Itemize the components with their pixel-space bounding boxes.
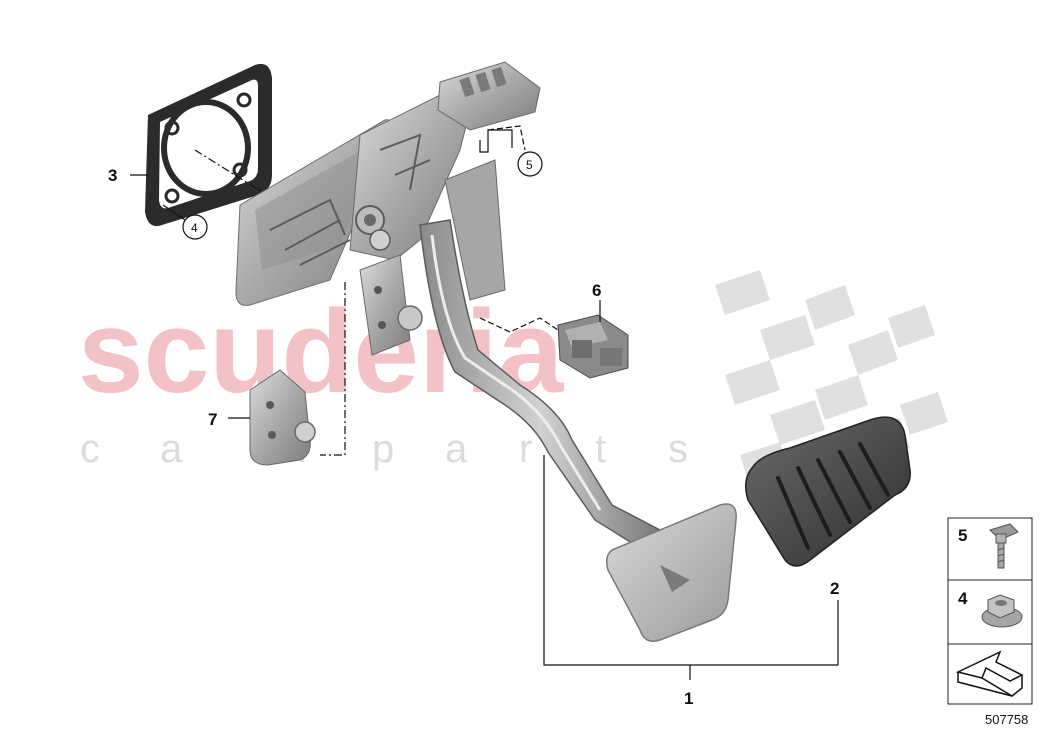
bracket-clip-part (249, 369, 316, 466)
direction-arrow-icon (955, 650, 1024, 697)
callout-1: 1 (684, 689, 693, 708)
legend-num-4: 4 (958, 589, 968, 608)
watermark-brand-text: scuderia (78, 286, 565, 418)
callout-2: 2 (830, 579, 839, 598)
watermark-letter: t (595, 427, 606, 471)
watermark-letter: c (80, 427, 100, 471)
flange-bolt-icon (989, 523, 1019, 569)
callout-5-circle (517, 151, 543, 177)
watermark-sub-text: c a r p a r t s (80, 427, 688, 471)
watermark-letter: r (519, 427, 532, 471)
pedal-switch-part (557, 314, 629, 379)
document-number: 507758 (985, 712, 1028, 727)
callout-4: 4 (191, 221, 198, 235)
flange-nut-icon (981, 594, 1023, 628)
leader-lines (130, 125, 839, 680)
watermark-letter: s (668, 427, 688, 471)
watermark-letter: p (372, 427, 394, 471)
callout-3: 3 (108, 166, 117, 185)
legend-panel: 5 4 (947, 517, 1033, 705)
legend-cell-bolt (947, 517, 1033, 581)
gasket-part (145, 63, 272, 227)
pedal-bracket-part (235, 61, 541, 356)
callout-7: 7 (208, 410, 217, 429)
legend-num-5: 5 (958, 526, 967, 545)
watermark-letter: a (445, 427, 468, 471)
callout-5: 5 (526, 158, 533, 172)
watermark-letter: a (160, 427, 183, 471)
brake-pedal-part (419, 219, 737, 642)
legend-cell-arrow (947, 643, 1033, 705)
pedal-rubber-pad-part (745, 416, 911, 567)
callout-6: 6 (592, 281, 601, 300)
callout-4-circle (182, 214, 208, 240)
